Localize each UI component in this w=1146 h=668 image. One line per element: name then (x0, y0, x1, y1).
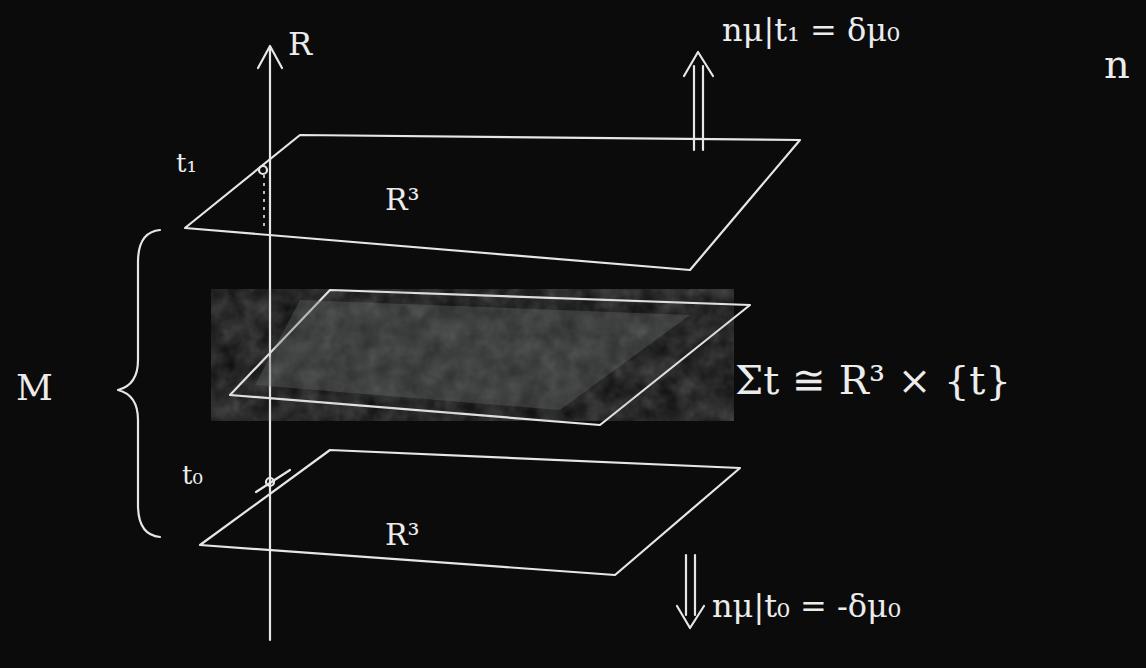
bottom-slice (200, 450, 740, 575)
manifold-label: M (16, 370, 53, 406)
slice-label: R³ (385, 185, 420, 215)
hidden-axis-top (263, 175, 265, 228)
normal-arrow-up-line (702, 66, 704, 150)
t1-dot (259, 166, 267, 174)
middle-slice (230, 290, 750, 425)
normal-arrow-down-line (694, 555, 696, 615)
time-label: t₁ (176, 150, 197, 176)
cut-symbol: n (1104, 44, 1130, 84)
top-slice (185, 135, 800, 270)
normal-equation: nμ|t₁ = δμ₀ (722, 14, 900, 46)
t0-tick (256, 470, 290, 492)
normal-arrowhead-up (684, 52, 713, 76)
normal-arrow-up (693, 66, 695, 150)
chalk-smudge-tint (255, 300, 690, 410)
slice-definition: Σt ≅ R³ × {t} (735, 360, 1011, 400)
normal-equation: nμ|t₀ = -δμ₀ (712, 590, 901, 622)
brace (118, 230, 160, 537)
axis-label: R (288, 28, 312, 60)
normal-arrowhead-down (677, 606, 704, 628)
chalk-smudge (255, 300, 690, 410)
slice-label: R³ (385, 520, 420, 550)
hidden-axis-bottom (269, 488, 271, 545)
axis-arrowhead (258, 46, 282, 68)
time-label: t₀ (182, 462, 203, 488)
normal-arrow-down (685, 555, 687, 615)
